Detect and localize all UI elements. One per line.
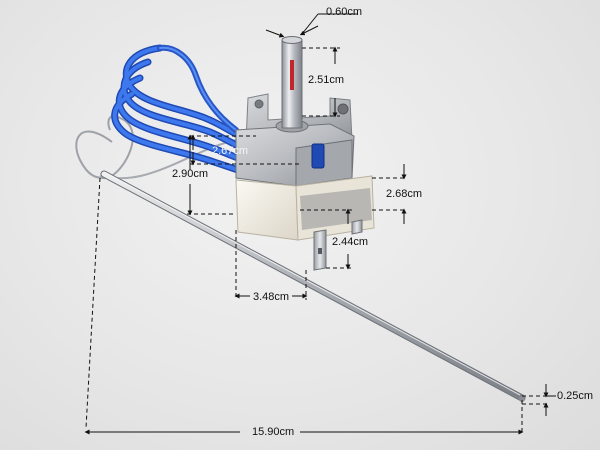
capillary-coil-height-label: 2.90cm [172,168,209,180]
body-height-label: 2.68cm [386,188,423,200]
blue-capillary-coil [111,44,242,174]
shaft-height-label: 2.51cm [308,74,345,86]
body-width-label: 3.48cm [253,291,290,303]
dimension-lines [84,13,556,435]
spade-terminals [313,219,363,271]
probe-tip [519,396,525,402]
probe-diameter-label: 0.25cm [557,390,594,402]
probe-length-label: 15.90cm [252,426,295,438]
probe-rod [100,170,526,402]
shaft-width-label: 0.60cm [326,6,363,18]
capillary-wire-loop [75,114,134,179]
bracket-height-label: 2.67cm [212,145,249,157]
terminal-height-label: 2.44cm [332,236,369,248]
control-shaft [281,36,303,129]
